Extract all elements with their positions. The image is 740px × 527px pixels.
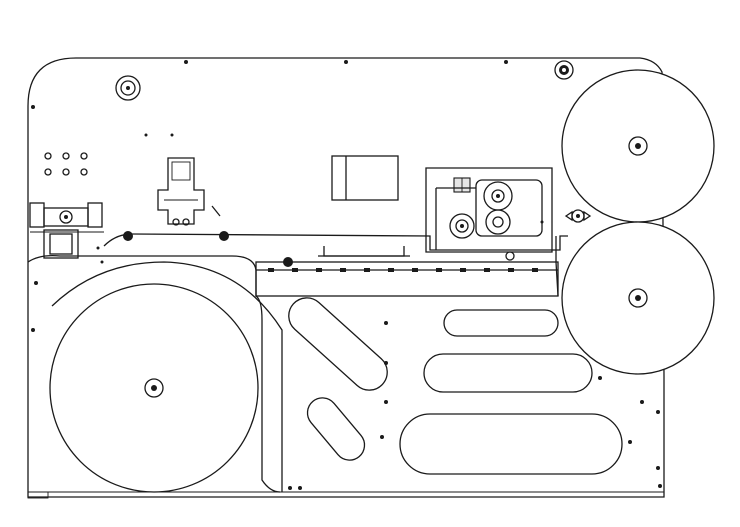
left-clamp-assembly: [29, 202, 104, 259]
vent-holes: [44, 152, 88, 176]
take-up-reel-lower: [561, 221, 715, 375]
take-up-reel-upper: [561, 69, 715, 223]
top-mount-knob: [115, 75, 141, 101]
supply-reel: [49, 283, 259, 493]
guide-bracket: [157, 157, 221, 226]
print-head-housing: [425, 167, 553, 261]
display-panel: [331, 155, 399, 201]
housing-screws: [31, 60, 662, 490]
supply-cover-arc: [51, 261, 283, 492]
slot-openings: [288, 297, 623, 475]
supply-cover-outline: [27, 254, 281, 493]
right-panel-step: [555, 236, 559, 297]
wing-nut: [564, 209, 592, 223]
web-guide-rollers: [123, 231, 293, 267]
top-right-knob: [554, 60, 574, 80]
housing-foot: [27, 491, 49, 499]
housing-outline: [27, 57, 665, 498]
